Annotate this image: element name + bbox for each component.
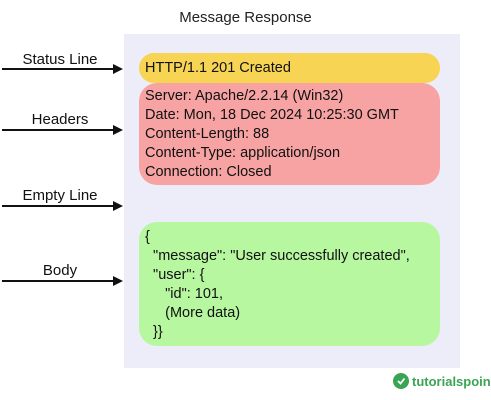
- body-line: {: [145, 229, 150, 245]
- diagram-title: Message Response: [179, 9, 312, 26]
- body-label: Body: [42, 262, 78, 279]
- header-line: Date: Mon, 18 Dec 2024 10:25:30 GMT: [145, 107, 399, 123]
- header-line: Content-Type: application/json: [145, 145, 341, 161]
- header-line: Connection: Closed: [145, 164, 272, 180]
- status-line-label: Status Line: [22, 51, 98, 68]
- body-line: "user": {: [145, 267, 205, 283]
- header-line: Content-Length: 88: [145, 126, 270, 142]
- tutorialspoint-logo: tutorialspoint: [393, 373, 491, 389]
- body-box: { "message": "User successfully created"…: [139, 222, 440, 346]
- status-line-text: HTTP/1.1 201 Created: [145, 60, 291, 76]
- headers-box: Server: Apache/2.2.14 (Win32) Date: Mon,…: [139, 83, 440, 185]
- empty-line-label: Empty Line: [22, 187, 98, 204]
- tutorialspoint-logo-icon: [393, 373, 409, 389]
- body-line: }}: [145, 324, 163, 340]
- tutorialspoint-logo-text: tutorialspoint: [412, 373, 491, 389]
- header-line: Server: Apache/2.2.14 (Win32): [145, 88, 344, 104]
- body-line: "id": 101,: [145, 286, 224, 302]
- body-line: (More data): [145, 305, 241, 321]
- headers-label: Headers: [31, 111, 89, 128]
- status-line-box: HTTP/1.1 201 Created: [139, 53, 440, 83]
- body-line: "message": "User successfully created",: [145, 248, 410, 264]
